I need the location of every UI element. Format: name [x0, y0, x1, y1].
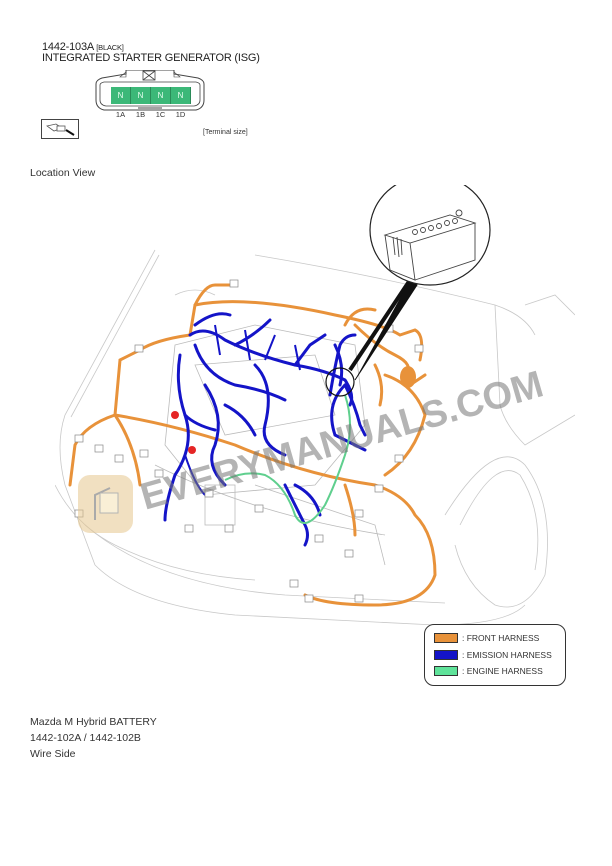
pin-1a: N — [111, 87, 131, 104]
pin-label-1b: 1B — [135, 110, 146, 119]
battery-connector-ids: 1442-102A / 1442-102B — [30, 732, 141, 744]
connector-id: 1442-103A [BLACK] — [42, 41, 124, 53]
emission-harness — [163, 312, 367, 547]
pin-1b: N — [131, 87, 151, 104]
pin-1c: N — [151, 87, 171, 104]
connector-name: INTEGRATED STARTER GENERATOR (ISG) — [42, 52, 260, 64]
emission-harness-swatch — [434, 649, 458, 660]
legend-label: : FRONT HARNESS — [462, 632, 540, 643]
terminal-size-label: [Terminal size] — [203, 129, 248, 136]
engine-bay-harness-illustration: EVERYMANUALS.COM — [54, 174, 576, 695]
wire-side-label: Wire Side — [30, 748, 76, 760]
engine-harness-swatch — [434, 665, 458, 676]
battery-title: Mazda M Hybrid BATTERY — [30, 716, 157, 728]
legend-item-emission-harness: : EMISSION HARNESS — [434, 649, 552, 660]
engine-harness — [224, 394, 351, 524]
marker-red-2 — [188, 446, 196, 454]
battery-icon — [383, 209, 477, 281]
connector-color-tag: [BLACK] — [96, 43, 124, 52]
pin-label-1d: 1D — [175, 110, 186, 119]
harness-legend: : FRONT HARNESS : EMISSION HARNESS : ENG… — [424, 624, 566, 686]
magnifier-stalk — [348, 278, 412, 372]
location-view-heading: Location View — [30, 167, 96, 179]
marker-red-1 — [171, 411, 179, 419]
front-harness-swatch — [434, 632, 458, 643]
car-body-outline — [54, 249, 576, 626]
legend-item-front-harness: : FRONT HARNESS — [434, 632, 539, 643]
battery-zoom-bubble — [369, 174, 491, 286]
connector-number: 1442-103A — [42, 41, 94, 53]
magnifier-target-circle — [325, 367, 355, 397]
emission-harness-branches — [184, 324, 301, 496]
terminal-plug-icon — [41, 119, 79, 139]
legend-label: : EMISSION HARNESS — [462, 649, 552, 660]
front-harness-connector — [400, 366, 416, 388]
pin-label-1a: 1A — [115, 110, 126, 119]
pin-label-1c: 1C — [155, 110, 166, 119]
connector-diagram: N N N N 1A 1B 1C 1D — [90, 70, 210, 128]
legend-item-engine-harness: : ENGINE HARNESS — [434, 665, 543, 676]
pin-1d: N — [171, 87, 191, 104]
watermark: EVERYMANUALS.COM — [78, 363, 548, 533]
legend-label: : ENGINE HARNESS — [462, 665, 543, 676]
